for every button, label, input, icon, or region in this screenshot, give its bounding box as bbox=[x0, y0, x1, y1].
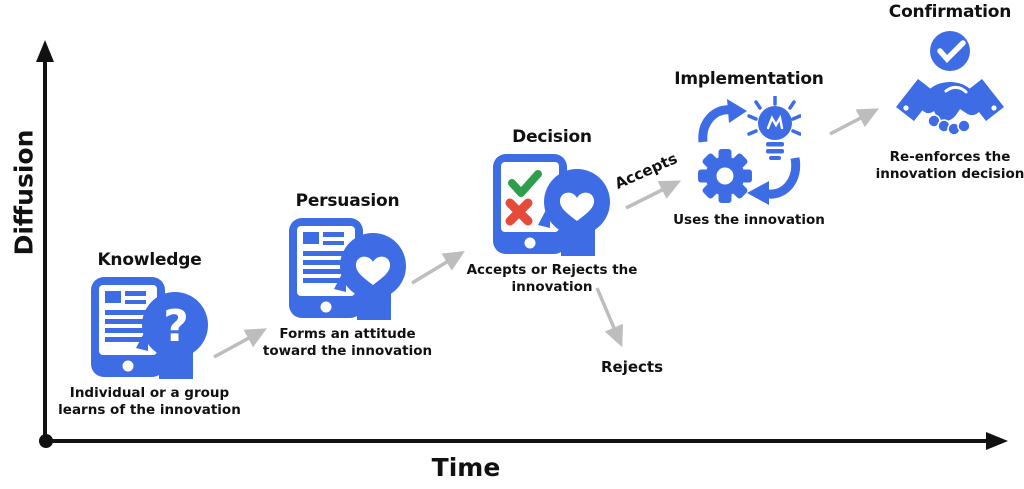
stage-caption-persuasion: Forms an attitude toward the innovation bbox=[262, 326, 433, 359]
gear-lightbulb-cycle-icon bbox=[698, 96, 801, 205]
check-mark-icon bbox=[508, 170, 542, 197]
stage-persuasion: Persuasion Forms an attitude toward the … bbox=[250, 191, 445, 360]
rejects-label: Rejects bbox=[600, 358, 664, 376]
cycle-arrow-top-icon bbox=[698, 99, 747, 143]
head-silhouette-heart bbox=[333, 233, 406, 320]
check-badge-icon bbox=[930, 31, 970, 71]
stage-caption-decision: Accepts or Rejects the innovation bbox=[466, 262, 638, 295]
x-axis-arrowhead-icon bbox=[986, 432, 1008, 450]
stage-title-implementation: Implementation bbox=[674, 69, 824, 89]
tablet-document-heart-head-icon bbox=[288, 218, 406, 320]
svg-text:?: ? bbox=[163, 301, 189, 352]
stage-caption-implementation: Uses the innovation bbox=[673, 212, 825, 228]
stage-decision: Decision Accepts or Rejects the innovati… bbox=[447, 127, 657, 296]
cross-mark-icon bbox=[505, 198, 533, 226]
stage-title-confirmation: Confirmation bbox=[888, 2, 1012, 22]
x-axis-label: Time bbox=[431, 453, 501, 482]
stage-implementation: Implementation bbox=[644, 69, 854, 229]
handshake-hands bbox=[896, 79, 1004, 136]
stage-caption-knowledge: Individual or a group learns of the inno… bbox=[58, 385, 241, 418]
origin-dot bbox=[39, 434, 53, 448]
stage-caption-confirmation: Re-enforces the innovation decision bbox=[875, 149, 1024, 182]
handshake-check-icon bbox=[896, 31, 1004, 136]
tablet-document-question-head-icon: ? bbox=[90, 277, 208, 379]
cycle-arrow-bottom-icon bbox=[747, 157, 801, 205]
stage-confirmation: Confirmation Re-enforces the innovation … bbox=[860, 2, 1024, 183]
stage-title-persuasion: Persuasion bbox=[295, 191, 400, 211]
y-axis-arrowhead-icon bbox=[36, 40, 54, 62]
lightbulb-icon bbox=[747, 96, 801, 160]
head-silhouette-heart bbox=[538, 169, 610, 256]
head-silhouette-question: ? bbox=[135, 292, 208, 379]
y-axis-label: Diffusion bbox=[9, 129, 39, 256]
stage-knowledge: Knowledge ? Individual or a group learns… bbox=[52, 250, 247, 419]
arrow-decision-rejects-icon bbox=[595, 287, 624, 348]
gear-icon bbox=[698, 149, 752, 203]
stage-title-decision: Decision bbox=[512, 127, 592, 147]
tablet-check-cross-heart-head-icon bbox=[493, 154, 610, 256]
stage-title-knowledge: Knowledge bbox=[97, 250, 202, 270]
